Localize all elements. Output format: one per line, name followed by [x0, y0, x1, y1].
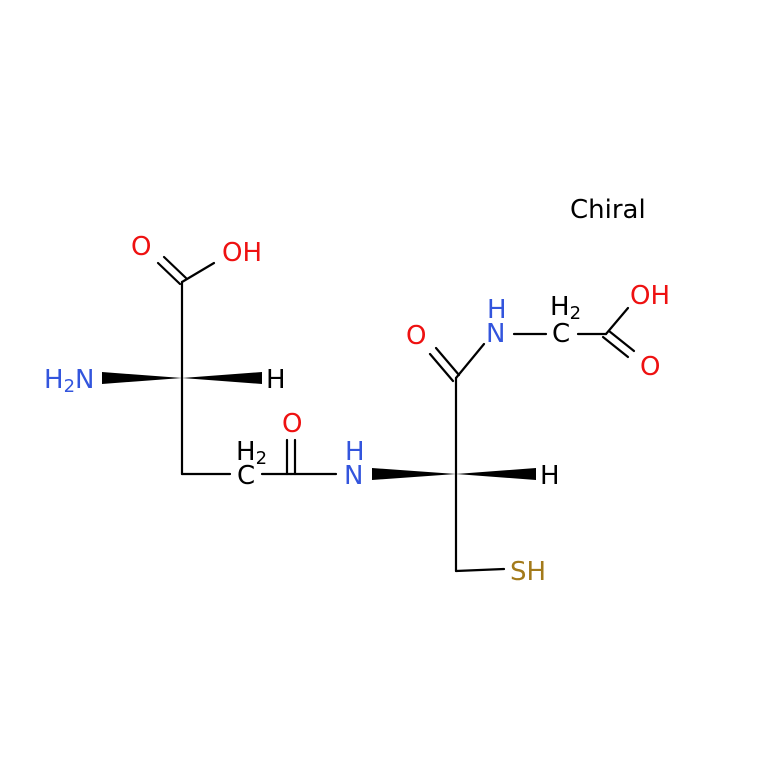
glu-amine-label: H2N — [44, 365, 94, 397]
bond-cys-c-o-double-2 — [434, 346, 461, 377]
gly-hydroxyl: OH — [630, 281, 670, 311]
wedge-glu-alpha-h2n — [102, 372, 182, 384]
bond-cys-c-o-double-1 — [428, 352, 455, 383]
bond-gly-c-o-double-1 — [601, 335, 630, 359]
glu-alpha-hydrogen: H — [266, 365, 286, 395]
chiral-annotation: Chiral — [570, 195, 646, 225]
bond-gly-c-o-double-2 — [607, 329, 636, 353]
gly-ch2-c: C — [552, 319, 570, 349]
bond-cys-beta-sh — [454, 567, 506, 573]
glu-gamma-ch2-c: C — [237, 461, 255, 491]
amide-nh-nitrogen: N — [344, 461, 363, 491]
cys-carbonyl-oxygen: O — [406, 321, 426, 351]
wedge-cys-alpha-nh — [372, 468, 456, 480]
atom-labels: O OH H2N H H2 C O H N H SH O H N H2 C OH… — [44, 232, 670, 587]
gly-nh-nitrogen: N — [486, 319, 505, 349]
wedge-glu-alpha-h — [182, 372, 262, 384]
bond-glu-c-o-double-2 — [162, 255, 188, 280]
cys-alpha-hydrogen: H — [540, 461, 560, 491]
gly-carbonyl-oxygen: O — [640, 352, 660, 382]
glu-hydroxyl: OH — [222, 238, 262, 268]
amide-nh-hydrogen: H — [345, 437, 365, 467]
bond-gly-c-oh — [604, 306, 630, 336]
bonds — [102, 255, 636, 573]
amide-oxygen: O — [282, 409, 302, 439]
gly-nh-hydrogen: H — [487, 295, 507, 325]
bond-glu-c-o-double-1 — [156, 261, 182, 286]
bond-cys-carbonyl-n — [454, 342, 486, 380]
glu-carbonyl-oxygen: O — [131, 232, 151, 262]
bond-glu-c-oh — [180, 261, 216, 284]
wedge-cys-alpha-h — [456, 468, 536, 480]
cys-thiol: SH — [510, 557, 546, 587]
